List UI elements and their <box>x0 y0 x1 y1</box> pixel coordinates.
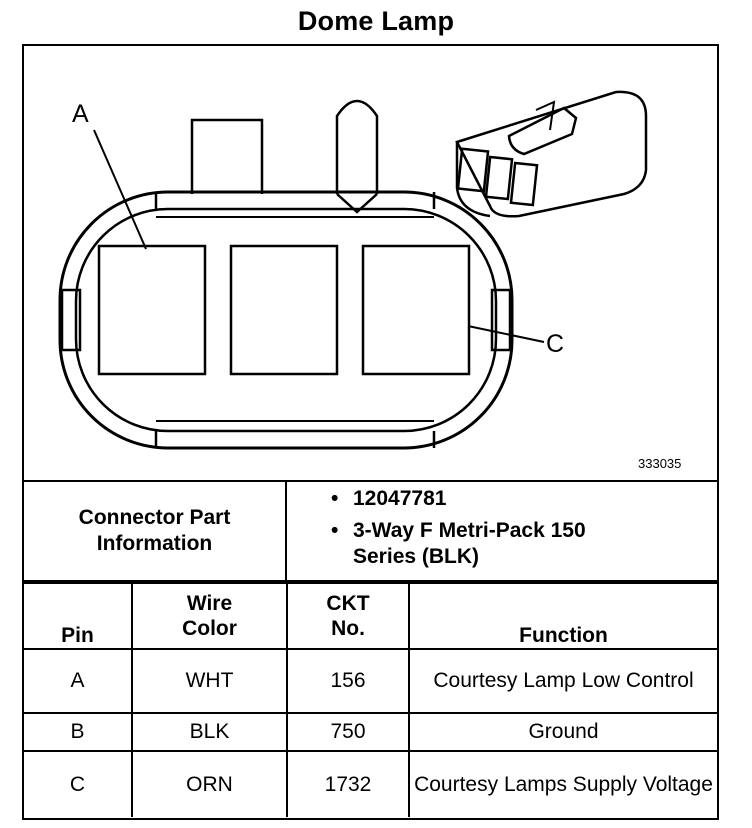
isometric-cavity-3 <box>509 161 539 207</box>
cell-function: Ground <box>408 712 717 752</box>
connector-face-drawing: A C <box>58 90 648 450</box>
header-ckt-line1: CKT <box>326 592 370 615</box>
connector-diagram: A C 333035 <box>24 46 717 482</box>
callout-leader-c <box>467 325 545 343</box>
callout-label-c: C <box>546 330 564 358</box>
cell-pin: C <box>24 750 133 817</box>
cell-wire-color: WHT <box>131 648 288 714</box>
table-row: B BLK 750 Ground <box>24 712 717 752</box>
table-row: A WHT 156 Courtesy Lamp Low Control <box>24 648 717 714</box>
header-wire-color-line1: Wire <box>186 592 233 615</box>
isometric-cavity-1 <box>456 147 490 193</box>
cavity-b <box>229 244 339 376</box>
list-item: • 12047781 <box>289 486 709 512</box>
list-item: • 3-Way F Metri-Pack 150 Series (BLK) <box>289 518 709 570</box>
cell-wire-color: ORN <box>131 750 288 817</box>
isometric-latch <box>507 106 578 156</box>
bullet-icon: • <box>331 519 339 542</box>
bullet-icon: • <box>331 487 339 510</box>
connector-description: 3-Way F Metri-Pack 150 Series (BLK) <box>353 519 586 568</box>
side-latch-right <box>490 288 512 352</box>
connector-housing-inner <box>74 207 498 433</box>
cavity-c <box>361 244 471 376</box>
header-function: Function <box>408 582 717 650</box>
table-row: C ORN 1732 Courtesy Lamps Supply Voltage <box>24 750 717 817</box>
connector-part-number: 12047781 <box>353 487 447 510</box>
header-ckt-no: CKT No. <box>286 582 410 650</box>
connector-chart: A C 333035 Connector Part Information • <box>22 44 719 820</box>
cell-ckt: 156 <box>286 648 410 714</box>
header-ckt-line2: No. <box>331 617 365 640</box>
cavity-a <box>97 244 207 376</box>
header-wire-color: Wire Color <box>131 582 288 650</box>
cell-wire-color: BLK <box>131 712 288 752</box>
callout-leader-a <box>93 129 147 250</box>
polarizing-key <box>335 99 379 194</box>
cell-pin: A <box>24 648 133 714</box>
lock-tab <box>190 118 264 194</box>
pin-table: Pin Wire Color CKT No. Function A WHT 15… <box>24 582 717 817</box>
cell-pin: B <box>24 712 133 752</box>
isometric-latch-edge <box>523 133 573 155</box>
polarizing-key-tip <box>336 193 378 214</box>
connector-info-row: Connector Part Information • 12047781 • … <box>24 482 717 582</box>
callout-label-a: A <box>72 100 89 128</box>
connector-isometric-view <box>455 90 648 218</box>
connector-housing-outer <box>58 190 514 450</box>
cell-function: Courtesy Lamps Supply Voltage <box>408 750 717 817</box>
cell-ckt: 1732 <box>286 750 410 817</box>
header-pin: Pin <box>24 582 133 650</box>
isometric-latch-groove <box>535 100 556 131</box>
table-header-row: Pin Wire Color CKT No. Function <box>24 582 717 650</box>
cell-function: Courtesy Lamp Low Control <box>408 648 717 714</box>
page-title: Dome Lamp <box>297 6 455 36</box>
header-wire-color-line2: Color <box>182 617 237 640</box>
connector-info-list: • 12047781 • 3-Way F Metri-Pack 150 Seri… <box>289 486 709 576</box>
connector-info-label-cell: Connector Part Information <box>24 482 287 580</box>
connector-body <box>455 90 648 218</box>
cell-ckt: 750 <box>286 712 410 752</box>
side-latch-left <box>60 288 82 352</box>
connector-info-label: Connector Part Information <box>78 506 231 555</box>
isometric-cavity-2 <box>484 155 514 201</box>
figure-code: 333035 <box>638 456 682 471</box>
